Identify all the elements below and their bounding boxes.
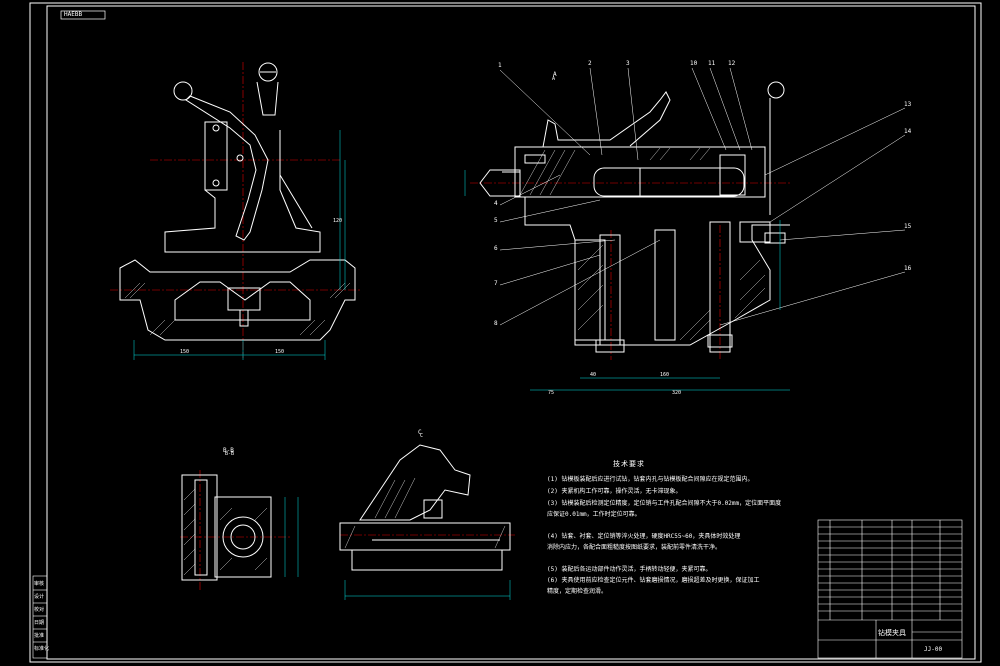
tech-note: 精度，定期检查润滑。 <box>547 588 608 595</box>
svg-text:150: 150 <box>275 349 284 355</box>
callout-number: 13 <box>904 101 912 108</box>
drawing-number: JJ-00 <box>924 646 943 653</box>
svg-text:160: 160 <box>660 372 669 378</box>
callout-number: 11 <box>708 60 716 67</box>
stamp-label: 日期 <box>34 620 45 626</box>
view-c-label: C <box>418 429 422 436</box>
tech-note: (6) 夹具使用前应检查定位元件、钻套磨损情况，磨损超差及时更换，保证加工 <box>547 577 760 584</box>
tech-note: 应保证0.01mm，工作时定位可靠。 <box>547 511 641 518</box>
tech-note: (3) 钻模装配后检测定位精度，定位销与工件孔配合间隙不大于0.02mm，定位面… <box>547 500 782 507</box>
stamp-label: 设计 <box>34 594 45 600</box>
front-view: 150 150 120 <box>110 62 360 360</box>
tech-note: (2) 夹紧机构工作可靠，操作灵活，无卡滞现象。 <box>547 488 682 495</box>
callout-number: 5 <box>494 217 498 224</box>
left-stamp-block <box>32 575 48 659</box>
tech-note: (1) 钻模板装配后应进行试钻，钻套内孔与钻模板配合间隙应在规定范围内。 <box>547 476 754 483</box>
tech-note: (5) 装配后各运动部件动作灵活，手柄转动轻便，夹紧可靠。 <box>547 566 712 573</box>
section-a-label: A <box>553 71 557 78</box>
svg-text:150: 150 <box>180 349 189 355</box>
stamp-label: 标准化 <box>34 646 50 652</box>
view-b-b: B-B <box>180 451 299 590</box>
callout-number: 1 <box>498 62 502 69</box>
svg-text:A: A <box>552 76 555 82</box>
svg-text:320: 320 <box>672 390 681 396</box>
callout-number: 3 <box>626 60 630 67</box>
drawing-title: 钻模夹具 <box>878 629 906 637</box>
callout-number: 12 <box>728 60 736 67</box>
view-c: C <box>339 433 515 600</box>
outer-border <box>29 2 982 663</box>
callout-number: 10 <box>690 60 698 67</box>
stamp-label: 审核 <box>34 581 45 587</box>
callout-number: 7 <box>494 280 498 287</box>
svg-text:75: 75 <box>548 390 554 396</box>
tech-notes-title: 技术要求 <box>613 460 645 468</box>
callout-number: 4 <box>494 200 498 207</box>
section-view: 75 40 160 320 A <box>464 67 906 396</box>
stamp-label: 校对 <box>34 607 45 613</box>
svg-text:C: C <box>420 433 423 439</box>
svg-text:B-B: B-B <box>225 451 234 457</box>
title-block <box>817 519 963 659</box>
callout-number: 16 <box>904 265 912 272</box>
callout-number: 2 <box>588 60 592 67</box>
callout-number: 8 <box>494 320 498 327</box>
callout-number: 14 <box>904 128 912 135</box>
tech-note: 消除内应力，各配合面粗糙度按图纸要求，装配前零件清洗干净。 <box>547 544 722 551</box>
callout-number: 6 <box>494 245 498 252</box>
view-b-label: B-B <box>223 447 234 454</box>
header-tag: HAEBB <box>64 11 83 18</box>
header-tag-box <box>60 10 106 20</box>
tech-note: (4) 钻套、衬套、定位销等淬火处理，硬度HRC55~60，夹具体时效处理 <box>547 533 741 540</box>
stamp-label: 批准 <box>34 633 45 639</box>
inner-border <box>46 5 976 660</box>
svg-text:40: 40 <box>590 372 596 378</box>
svg-text:120: 120 <box>333 218 342 224</box>
callout-number: 15 <box>904 223 912 230</box>
